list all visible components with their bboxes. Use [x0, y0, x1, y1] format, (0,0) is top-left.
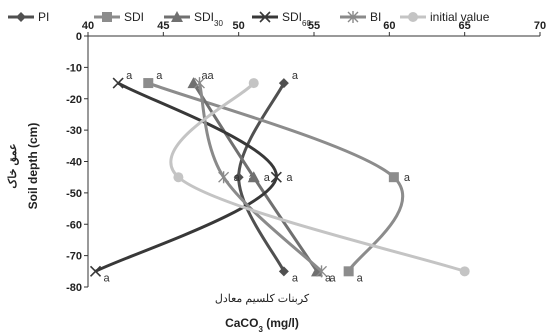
legend-label: SDI60 — [282, 10, 311, 28]
legend-label-name: BI — [370, 10, 381, 24]
data-point — [143, 78, 154, 89]
legend-label-name: initial value — [430, 10, 490, 24]
data-label: a — [325, 272, 332, 284]
legend-label: SDI — [124, 10, 144, 24]
data-point — [247, 171, 260, 183]
series-5 — [169, 78, 470, 277]
y-tick-label: -60 — [66, 219, 82, 231]
legend-marker — [408, 12, 418, 22]
x-tick-label: 65 — [459, 20, 471, 32]
data-label: a — [126, 70, 133, 82]
data-point — [173, 172, 184, 183]
series-line — [169, 82, 466, 273]
data-point — [459, 266, 470, 277]
data-point — [89, 265, 102, 277]
data-label: a — [286, 172, 293, 184]
x-tick-label: 50 — [233, 20, 245, 32]
legend-label: SDI30 — [194, 10, 223, 28]
data-label: a — [330, 272, 337, 284]
x-axis-title-fa: کربنات کلسیم معادل — [215, 293, 310, 305]
legend-label-name: PI — [38, 10, 49, 24]
y-tick-label: -40 — [66, 157, 82, 169]
legend-marker — [347, 11, 359, 23]
data-label: a — [264, 172, 271, 184]
x-axis-title-sub: 3 — [258, 325, 263, 334]
data-point — [388, 172, 399, 183]
legend-marker — [171, 11, 183, 22]
legend-label: initial value — [430, 10, 490, 24]
data-point — [343, 266, 354, 277]
data-point — [278, 266, 289, 277]
data-point — [218, 171, 230, 184]
series-4: aaa — [193, 70, 337, 284]
x-tick-label: 55 — [308, 20, 320, 32]
data-point — [233, 172, 244, 183]
data-point — [112, 77, 124, 89]
y-axis-title: Soil depth (cm) — [26, 123, 40, 210]
y-axis-title-fa: عمق خاک — [7, 143, 19, 188]
y-tick-label: -20 — [66, 94, 82, 106]
legend-label-name: SDI — [194, 10, 214, 24]
legend-label: PI — [38, 10, 49, 24]
legend-label: BI — [370, 10, 381, 24]
data-label: a — [156, 70, 163, 82]
data-label: a — [404, 172, 411, 184]
data-point — [270, 171, 282, 183]
x-axis-title: CaCO3 (mg/l) — [225, 316, 299, 334]
data-label: a — [292, 272, 299, 284]
data-label: a — [207, 70, 214, 82]
data-label: a — [104, 272, 111, 284]
y-tick-label: -80 — [66, 282, 82, 294]
x-tick-label: 70 — [534, 20, 546, 32]
y-tick-label: 0 — [76, 31, 82, 43]
x-axis-title-main: CaCO — [225, 316, 258, 330]
legend-label-sub: 60 — [302, 19, 311, 28]
y-tick-label: -50 — [66, 188, 82, 200]
data-point — [193, 77, 205, 90]
legend-label-name: SDI — [124, 10, 144, 24]
data-point — [248, 78, 259, 89]
data-point — [187, 77, 200, 89]
x-tick-label: 45 — [157, 20, 169, 32]
x-axis-title-unit: (mg/l) — [263, 316, 299, 330]
data-point — [316, 265, 328, 278]
y-tick-label: -10 — [66, 62, 82, 74]
x-tick-label: 40 — [82, 20, 94, 32]
data-point — [278, 78, 289, 89]
data-label: a — [201, 70, 208, 82]
data-label: a — [292, 70, 299, 82]
x-tick-label: 60 — [383, 20, 395, 32]
data-label: a — [357, 272, 364, 284]
legend-label-sub: 30 — [214, 19, 223, 28]
series-group: aaaaaaaaaaaaaaa — [89, 70, 470, 284]
data-label: a — [234, 172, 241, 184]
legend-marker — [16, 12, 26, 22]
legend-marker — [259, 11, 271, 23]
series-3: aaa — [89, 70, 293, 284]
legend-label-name: SDI — [282, 10, 302, 24]
legend-marker — [102, 12, 112, 22]
y-tick-label: -70 — [66, 251, 82, 263]
y-tick-label: -30 — [66, 125, 82, 137]
